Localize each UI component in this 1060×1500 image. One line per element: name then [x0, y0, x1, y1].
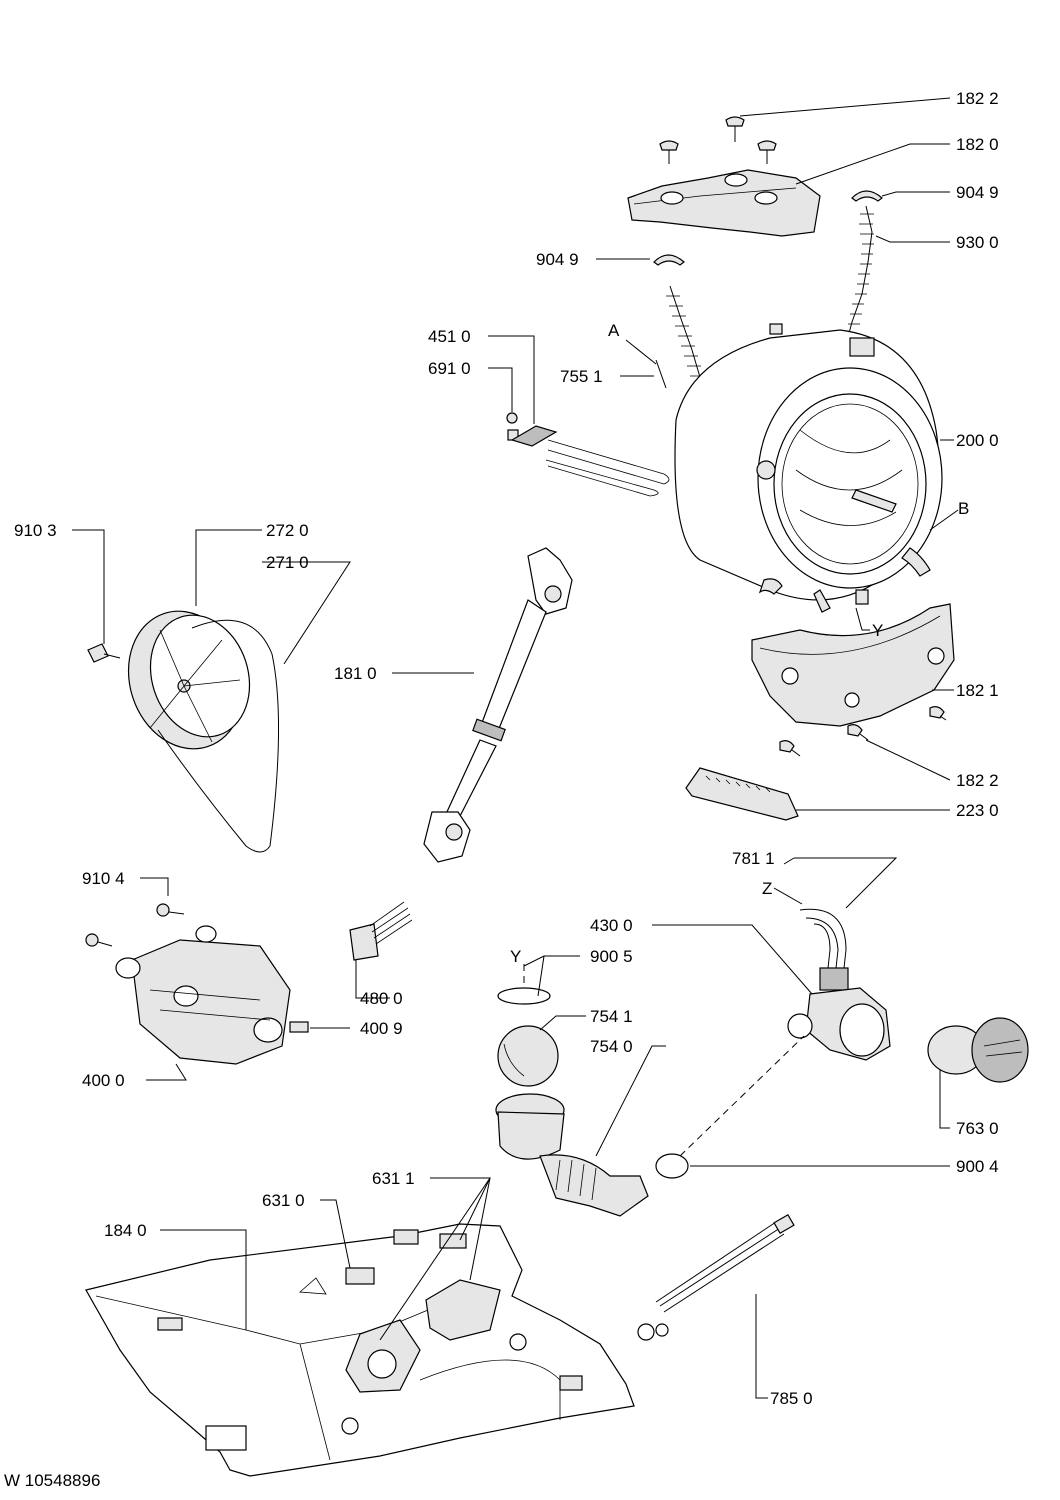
callout-labels: 182 2 182 0 904 9 930 0 904 9 451 0 691 … [4, 89, 999, 1490]
callout-223-0: 223 0 [956, 801, 999, 820]
tub-assembly [674, 323, 943, 613]
callout-754-1: 754 1 [590, 1007, 633, 1026]
callout-272-0: 272 0 [266, 521, 309, 540]
callout-451-0: 451 0 [428, 327, 471, 346]
ring-900-5 [497, 987, 551, 1005]
drawing-code: W 10548896 [4, 1471, 100, 1490]
shock-absorber-181-0 [423, 547, 573, 863]
callout-904-9-right: 904 9 [956, 183, 999, 202]
callout-754-0: 754 0 [590, 1037, 633, 1056]
sump-hose-754-0 [495, 1093, 649, 1217]
callout-781-1: 781 1 [732, 849, 775, 868]
callout-400-0: 400 0 [82, 1071, 125, 1090]
callout-631-0: 631 0 [262, 1191, 305, 1210]
bolt-910-3 [87, 643, 121, 663]
drain-pump-430-0 [787, 967, 891, 1061]
hose-785-0 [637, 1213, 795, 1341]
callout-910-3: 910 3 [14, 521, 57, 540]
clamp-900-4 [655, 1153, 689, 1179]
callout-763-0: 763 0 [956, 1119, 999, 1138]
drive-belt-271-0 [157, 619, 279, 853]
spring-clip-904-9-left [653, 254, 685, 266]
callout-182-2-top: 182 2 [956, 89, 999, 108]
callout-181-0: 181 0 [334, 664, 377, 683]
ball-754-1 [497, 1025, 559, 1087]
callout-691-0: 691 0 [428, 359, 471, 378]
callout-785-0: 785 0 [770, 1389, 813, 1408]
heater-element [507, 425, 670, 497]
callout-182-1: 182 1 [956, 681, 999, 700]
pin-755-1 [655, 359, 667, 389]
seal-strip-223-0 [685, 767, 799, 821]
screws-182-2-lower [779, 706, 947, 757]
counterweight-top [627, 169, 821, 237]
hose-781-1 [799, 908, 847, 969]
motor-400-0 [85, 903, 309, 1065]
assembly-dashes [523, 964, 805, 1157]
pulley-272-0 [127, 610, 251, 750]
callout-Y-bottom: Y [510, 947, 521, 966]
callout-A: A [608, 321, 620, 340]
callout-182-0: 182 0 [956, 135, 999, 154]
spring-clip-904-9-right [851, 190, 883, 202]
nut-691-0 [506, 412, 518, 424]
callout-900-4: 900 4 [956, 1157, 999, 1176]
callout-B: B [958, 499, 969, 518]
leader-lines [72, 97, 959, 1399]
callout-200-0: 200 0 [956, 431, 999, 450]
callout-400-9: 400 9 [360, 1019, 403, 1038]
callout-755-1: 755 1 [560, 367, 603, 386]
callout-631-1: 631 1 [372, 1169, 415, 1188]
callout-430-0: 430 0 [590, 916, 633, 935]
callout-271-0: 271 0 [266, 553, 309, 572]
callout-930-0: 930 0 [956, 233, 999, 252]
callout-Y-top: Y [872, 621, 883, 640]
screw-182-2-top [659, 116, 777, 164]
callout-184-0: 184 0 [104, 1221, 147, 1240]
callout-910-4: 910 4 [82, 869, 125, 888]
base-plate-184-0 [85, 1223, 635, 1477]
counterweight-lower [751, 603, 955, 727]
callout-182-2-bottom: 182 2 [956, 771, 999, 790]
callout-904-9-left: 904 9 [536, 250, 579, 269]
callout-480-0: 480 0 [360, 989, 403, 1008]
callout-900-5: 900 5 [590, 947, 633, 966]
pump-filter-763-0 [927, 1017, 1029, 1083]
connector-480-0 [349, 901, 413, 961]
callout-Z: Z [762, 879, 772, 898]
spring-930-0-right [843, 205, 874, 353]
